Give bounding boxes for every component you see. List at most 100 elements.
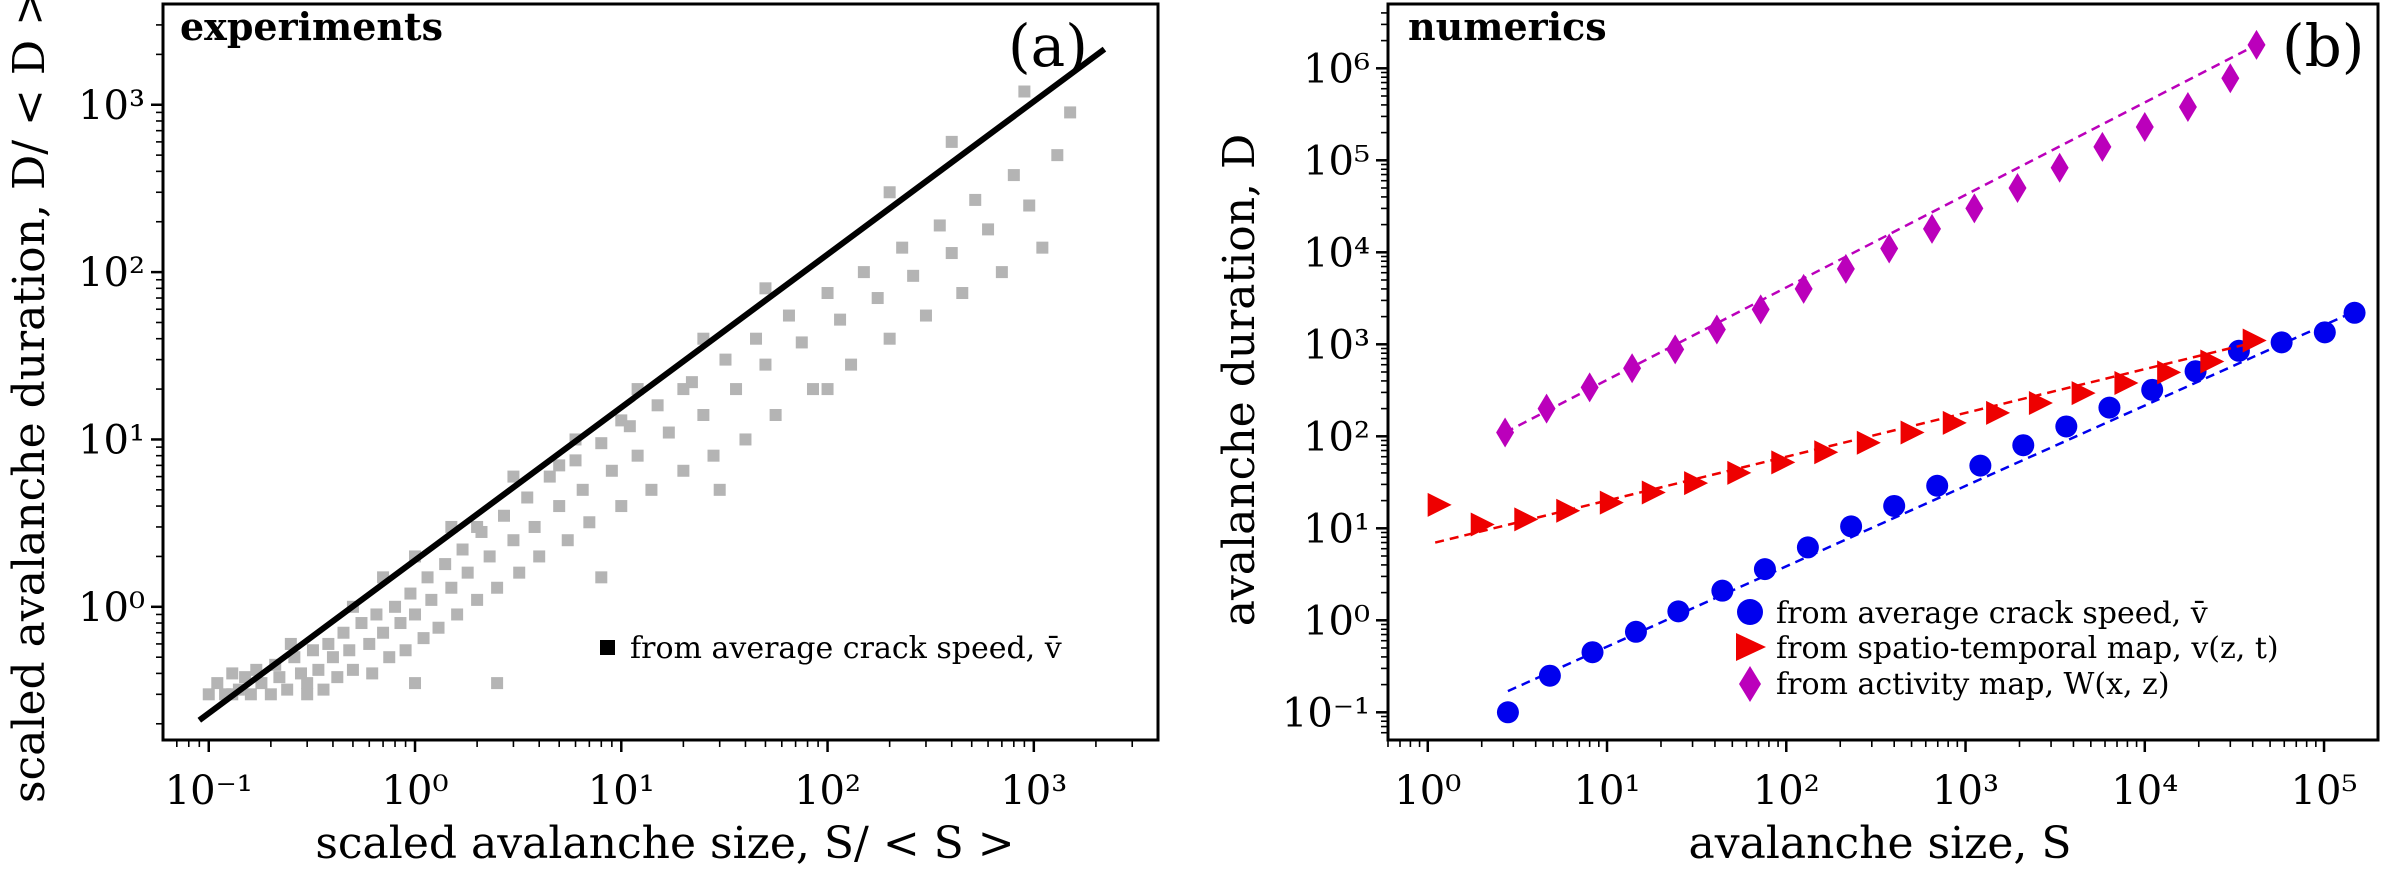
data-point-diamond bbox=[2135, 112, 2154, 143]
data-point-square bbox=[264, 688, 277, 701]
data-point-circle bbox=[2313, 321, 2336, 344]
data-point-square bbox=[239, 671, 252, 684]
data-point-square bbox=[956, 287, 969, 300]
data-point-square bbox=[553, 500, 566, 513]
y-tick-label: 10⁰ bbox=[1303, 598, 1370, 644]
data-point-square bbox=[497, 509, 510, 522]
data-point-square bbox=[471, 593, 484, 606]
panel-a-legend-marker bbox=[600, 640, 615, 655]
data-point-square bbox=[370, 608, 383, 621]
data-point-diamond bbox=[1836, 253, 1855, 284]
data-point-square bbox=[645, 483, 658, 496]
panel-b-legend: from average crack speed, v̄ from spatio… bbox=[1736, 596, 2279, 702]
data-point-diamond bbox=[2050, 152, 2069, 183]
x-tick-label: 10¹ bbox=[1574, 768, 1641, 814]
data-point-square bbox=[907, 269, 920, 282]
x-tick-label: 10² bbox=[1753, 768, 1820, 814]
data-point-triangle bbox=[2071, 381, 2096, 406]
data-point-square bbox=[432, 621, 445, 634]
data-point-square bbox=[439, 558, 452, 571]
x-tick-label: 10³ bbox=[1932, 768, 1999, 814]
data-point-square bbox=[719, 353, 732, 366]
data-point-diamond bbox=[1666, 334, 1685, 365]
data-point-circle bbox=[1496, 701, 1519, 724]
y-tick-label: 10⁵ bbox=[1303, 138, 1370, 184]
data-point-diamond bbox=[1965, 193, 1984, 224]
data-point-circle bbox=[2141, 378, 2164, 401]
data-point-triangle bbox=[2157, 360, 2182, 385]
legend-label-spatio-temporal: from spatio-temporal map, v(z, t) bbox=[1776, 631, 2279, 666]
data-point-square bbox=[730, 383, 743, 396]
data-point-square bbox=[677, 464, 690, 477]
data-point-circle bbox=[1711, 579, 1734, 602]
data-point-diamond bbox=[1751, 294, 1770, 325]
data-point-diamond bbox=[2093, 131, 2112, 162]
data-point-square bbox=[615, 500, 628, 513]
data-point-square bbox=[750, 332, 763, 345]
data-point-square bbox=[707, 449, 720, 462]
legend-marker-triangle bbox=[1736, 633, 1766, 661]
data-point-square bbox=[569, 454, 582, 467]
y-tick-label: 10⁻¹ bbox=[1282, 690, 1370, 736]
fit-line-dashed bbox=[1504, 43, 2258, 434]
y-tick-label: 10¹ bbox=[1303, 506, 1370, 552]
data-point-square bbox=[491, 581, 504, 594]
data-point-diamond bbox=[2178, 91, 2197, 122]
data-point-square bbox=[561, 534, 574, 547]
panel-a-xlabel: scaled avalanche size, S/ < S > bbox=[315, 818, 1014, 869]
data-point-triangle bbox=[1942, 410, 1967, 435]
panel-a-legend-label: from average crack speed, v̄ bbox=[630, 631, 1062, 666]
panel-a-legend: from average crack speed, v̄ bbox=[600, 631, 1062, 666]
data-point-triangle bbox=[1514, 507, 1539, 532]
y-tick-label: 10⁰ bbox=[78, 585, 145, 631]
x-tick-label: 10⁴ bbox=[2111, 768, 2178, 814]
data-point-circle bbox=[2270, 331, 2293, 354]
x-tick-label: 10⁰ bbox=[382, 768, 449, 814]
data-point-square bbox=[982, 223, 995, 236]
data-point-square bbox=[389, 600, 402, 613]
data-point-square bbox=[553, 459, 566, 472]
data-point-square bbox=[595, 437, 608, 450]
data-point-square bbox=[483, 550, 496, 563]
y-tick-label: 10¹ bbox=[78, 417, 145, 463]
data-point-diamond bbox=[1537, 393, 1556, 424]
data-point-square bbox=[425, 593, 438, 606]
data-point-square bbox=[969, 193, 982, 206]
data-point-square bbox=[845, 358, 858, 371]
data-point-circle bbox=[1538, 664, 1561, 687]
x-tick-label: 10³ bbox=[1000, 768, 1067, 814]
data-point-square bbox=[451, 608, 464, 621]
data-point-square bbox=[631, 449, 644, 462]
data-point-square bbox=[273, 671, 286, 684]
panel-b-ylabel: avalanche duration, D bbox=[1214, 134, 1265, 627]
data-point-triangle bbox=[2200, 349, 2225, 374]
data-point-diamond bbox=[2247, 29, 2266, 60]
data-point-triangle bbox=[1641, 480, 1666, 505]
data-point-square bbox=[782, 309, 795, 322]
data-point-square bbox=[945, 247, 958, 260]
legend-label-activity-map: from activity map, W(x, z) bbox=[1776, 667, 2170, 702]
data-point-square bbox=[491, 677, 504, 690]
data-point-square bbox=[759, 282, 772, 295]
data-point-square bbox=[306, 644, 319, 657]
data-point-circle bbox=[1883, 494, 1906, 517]
data-point-square bbox=[605, 464, 618, 477]
x-tick-label: 10² bbox=[794, 768, 861, 814]
data-point-diamond bbox=[2008, 173, 2027, 203]
data-point-square bbox=[301, 688, 314, 701]
data-point-square bbox=[1023, 199, 1036, 212]
data-point-circle bbox=[1840, 515, 1863, 538]
data-point-circle bbox=[1969, 454, 1992, 477]
data-point-square bbox=[507, 534, 520, 547]
data-point-square bbox=[211, 677, 224, 690]
data-point-circle bbox=[2055, 415, 2078, 438]
panel-a-label: (a) bbox=[1008, 12, 1088, 80]
data-point-diamond bbox=[2221, 63, 2240, 94]
data-point-square bbox=[445, 581, 458, 594]
panel-a-marks bbox=[197, 46, 1107, 723]
legend-label-crack-speed: from average crack speed, v̄ bbox=[1776, 596, 2208, 631]
panel-a-title: experiments bbox=[180, 4, 443, 49]
